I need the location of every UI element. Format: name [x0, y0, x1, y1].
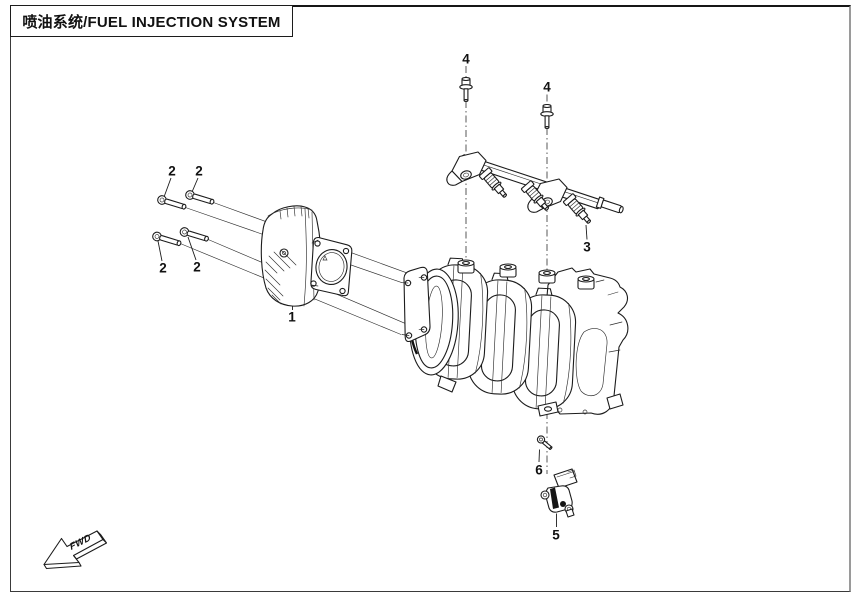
callout-2b: 2 — [195, 163, 203, 179]
injector-drawing — [520, 180, 549, 211]
callout-2d: 2 — [193, 259, 201, 275]
throttle-body-drawing — [260, 205, 353, 307]
mounting-bolt-drawing — [179, 227, 209, 242]
rail-bolt-drawing — [459, 76, 473, 102]
callout-2c: 2 — [159, 260, 167, 276]
injector-drawing — [562, 193, 591, 224]
fuel-rail-drawing — [446, 151, 624, 224]
callout-5: 5 — [552, 527, 560, 543]
diagram-title: 喷油系统/FUEL INJECTION SYSTEM — [22, 13, 281, 31]
fwd-arrow — [43, 530, 108, 570]
title-box: 喷油系统/FUEL INJECTION SYSTEM — [10, 5, 293, 37]
mounting-bolt-drawing — [152, 231, 182, 247]
mounting-bolt-drawing — [185, 190, 215, 205]
rail-bolt-drawing — [540, 103, 554, 129]
callout-4a: 4 — [462, 51, 470, 67]
sensor-screw-drawing — [536, 435, 553, 450]
callout-4b: 4 — [543, 79, 551, 95]
callout-2a: 2 — [168, 163, 176, 179]
map-sensor-drawing — [540, 468, 578, 518]
injector-drawing — [478, 167, 507, 198]
mounting-bolt-drawing — [157, 195, 187, 210]
callout-3: 3 — [583, 239, 591, 255]
leader-lines — [157, 177, 588, 527]
callout-1: 1 — [288, 309, 296, 325]
page-border — [10, 5, 851, 592]
intake-manifold-drawing — [401, 257, 629, 417]
callout-6: 6 — [535, 462, 543, 478]
